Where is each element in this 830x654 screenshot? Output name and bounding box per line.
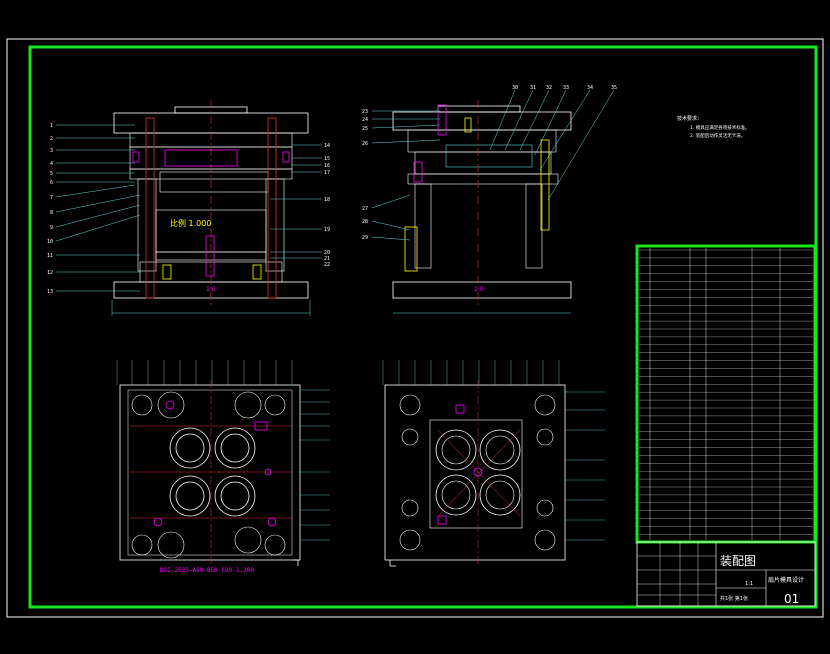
callout-31: 31 [530,85,536,91]
view-scale-note: 比例 1.000 [170,218,211,228]
callout-14: 14 [324,143,330,149]
callout-11: 11 [47,253,53,259]
callout-24: 24 [362,117,368,123]
parts-list [635,244,817,544]
tech-req-item-1: 1. 模具应满足各项技术标准。 [690,124,750,131]
callout-2: 2 [50,136,53,142]
callout-5: 5 [50,171,53,177]
callout-25: 25 [362,126,368,132]
callout-leaders-left [55,124,322,292]
scale: 1:1 [745,581,753,587]
tech-req-item-2: 2. 装配后动作灵活无卡滞。 [690,132,745,139]
bottom-plate-mark-left: 1.0 [206,286,216,293]
callout-18: 18 [324,197,330,203]
callout-27: 27 [362,206,368,212]
callout-23: 23 [362,109,368,115]
tech-req-title: 技术要求： [677,115,702,122]
callout-1: 1 [50,123,53,129]
callout-15: 15 [324,156,330,162]
callout-3: 3 [50,148,53,154]
title-block [636,541,816,607]
callout-4: 4 [50,161,53,167]
callout-9: 9 [50,225,53,231]
sheet-count: 共1张 第1张 [720,595,748,602]
callout-32: 32 [546,85,552,91]
callout-13: 13 [47,289,53,295]
plan-right-leaders [382,360,605,541]
drawing-border [28,45,818,609]
callout-10: 10 [47,239,53,245]
callout-28: 28 [362,219,368,225]
callout-22: 22 [324,262,330,268]
callout-7: 7 [50,195,53,201]
parts-list-rows [639,249,813,535]
drawing-title: 装配图 [720,554,756,568]
side-view-right: 1.0 [392,100,572,314]
part-code: DSI-2525-A50-B50-C90-1.200 [160,567,254,574]
callout-20: 20 [324,250,330,256]
project-name: 扇片模具设计 [768,576,804,584]
callout-21: 21 [324,256,330,262]
callout-35: 35 [611,85,617,91]
outer-frame [6,38,824,618]
callout-30: 30 [512,85,518,91]
callout-6: 6 [50,180,53,186]
sheet-number: 01 [784,592,799,606]
callout-8: 8 [50,210,53,216]
plan-left-leaders [116,360,330,541]
callout-12: 12 [47,270,53,276]
callout-19: 19 [324,227,330,233]
callout-leaders-right [371,89,615,241]
callout-16: 16 [324,163,330,169]
front-view-left: 比例 1.000 1.0 [111,100,311,316]
callout-26: 26 [362,141,368,147]
callout-17: 17 [324,170,330,176]
bottom-plate-mark-right: 1.0 [474,286,484,293]
callout-29: 29 [362,235,368,241]
callout-33: 33 [563,85,569,91]
callout-34: 34 [587,85,593,91]
plan-view-right [384,380,566,567]
plan-view-left: DSI-2525-A50-B50-C90-1.200 [119,380,301,574]
